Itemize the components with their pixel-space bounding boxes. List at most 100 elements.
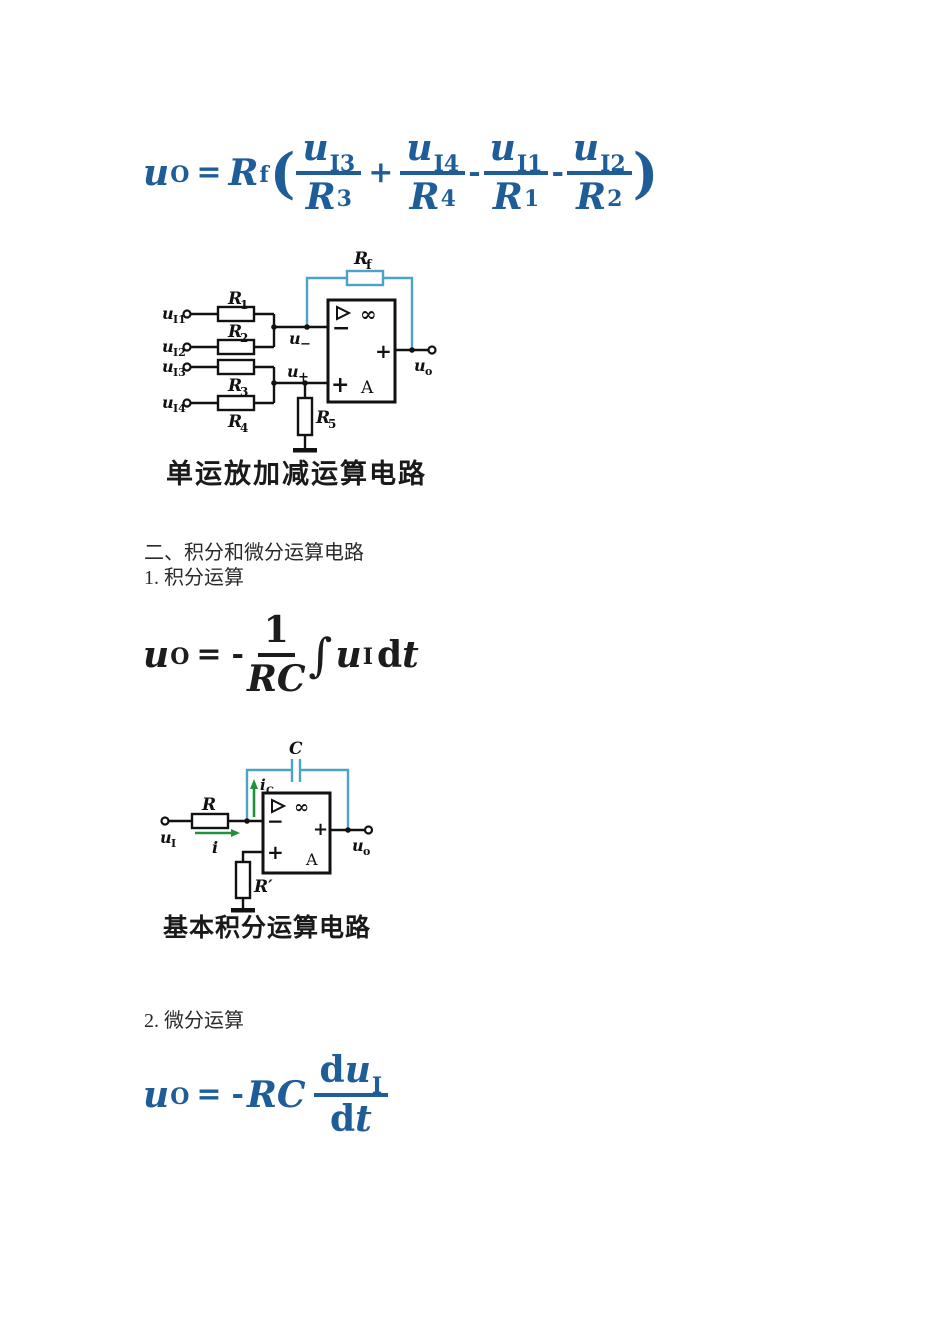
svg-text:5: 5	[328, 417, 336, 431]
resistor-rf	[345, 269, 385, 287]
svg-text:4: 4	[240, 421, 248, 435]
svg-text:o: o	[363, 845, 370, 858]
differential-d: d	[376, 633, 403, 676]
svg-text:I1: I1	[173, 313, 186, 326]
label-ic: i	[260, 776, 266, 794]
resistor-r2	[216, 338, 256, 356]
amp-label: A	[360, 378, 374, 398]
open-paren: (	[269, 140, 296, 205]
var-Rf: R	[228, 151, 259, 194]
sub-f: f	[259, 161, 269, 188]
circuit-sum-diff-opamp: ∞ − + A + R f R 1 R 2 R 3 R 4 R 5 u I1 u…	[162, 249, 437, 453]
noninverting-pin-label: +	[267, 840, 284, 864]
section-heading: 二、积分和微分运算电路	[144, 542, 364, 564]
coefficient-RC: RC	[246, 1073, 306, 1116]
svg-text:o: o	[425, 365, 432, 378]
svg-text:I2: I2	[173, 346, 186, 359]
minus-sign: -	[231, 636, 244, 672]
label-i: i	[212, 838, 218, 857]
svg-text:1: 1	[240, 298, 248, 312]
inverting-pin-label: −	[332, 315, 350, 341]
label-r2: R	[227, 322, 242, 342]
svg-text:+: +	[298, 370, 309, 385]
output-terminal	[427, 345, 437, 355]
circuit-basic-integrator: ∞ − + A + C R i i C R′ u I u o	[160, 739, 374, 913]
label-ui: u	[160, 828, 172, 847]
resistor-r3	[216, 358, 256, 376]
feedback-wire-left	[245, 768, 292, 821]
resistor-r5	[296, 396, 314, 437]
svg-text:−: −	[300, 337, 311, 352]
ground-symbol	[231, 908, 255, 913]
output-polarity-label: +	[313, 819, 328, 840]
input-terminal-2	[182, 342, 192, 352]
input-terminal	[160, 816, 170, 826]
label-u-plus: u	[287, 362, 299, 381]
infinity-gain-symbol: ∞	[360, 302, 377, 326]
label-ui4: u	[162, 393, 174, 412]
opamp-triangle-icon	[271, 798, 287, 814]
section-item-1: 1. 积分运算	[144, 567, 244, 589]
label-c: C	[289, 739, 303, 759]
input-terminal-3	[182, 362, 192, 372]
feedback-wire-right	[300, 768, 350, 830]
minus-sign: -	[468, 154, 481, 190]
label-r3: R	[227, 376, 242, 396]
equals-sign: =	[196, 1076, 222, 1112]
label-r5: R	[315, 408, 330, 428]
differential-t: t	[402, 633, 419, 676]
minus-sign: -	[551, 154, 564, 190]
integral-sign: ∫	[308, 627, 333, 682]
section-item-2: 2. 微分运算	[144, 1010, 244, 1032]
resistor-r-prime	[234, 860, 252, 900]
label-r: R	[201, 795, 216, 815]
input-terminal-1	[182, 309, 192, 319]
amp-label: A	[305, 850, 318, 869]
equals-sign: =	[196, 154, 222, 190]
svg-text:I4: I4	[173, 402, 186, 415]
label-rf: R	[353, 249, 368, 269]
svg-text:3: 3	[240, 385, 248, 399]
label-ui3: u	[162, 357, 174, 376]
input-terminal-4	[182, 398, 192, 408]
output-terminal	[363, 825, 374, 835]
circuit2-caption: 基本积分运算电路	[163, 915, 372, 942]
opamp-box	[261, 791, 332, 875]
svg-text:I3: I3	[173, 366, 186, 379]
var-u: u	[143, 151, 170, 194]
close-paren: )	[632, 140, 659, 205]
label-r-prime: R′	[253, 877, 273, 897]
svg-text:C: C	[266, 786, 274, 797]
label-uo: u	[414, 356, 426, 375]
equals-sign: =	[196, 636, 222, 672]
minus-sign: -	[231, 1076, 244, 1112]
svg-text:2: 2	[240, 331, 248, 345]
label-r1: R	[227, 289, 242, 309]
label-r4: R	[227, 412, 242, 432]
resistor-r	[190, 812, 230, 830]
noninverting-pin-label: +	[331, 372, 349, 398]
plus-sign: +	[368, 154, 394, 190]
label-ui1: u	[162, 304, 174, 323]
svg-text:f: f	[366, 258, 373, 273]
fraction-1-over-RC: 1 RC	[246, 609, 306, 700]
opamp-triangle-icon	[336, 305, 352, 321]
inverting-pin-label: −	[267, 809, 284, 833]
infinity-gain-symbol: ∞	[294, 797, 309, 818]
sub-O: O	[170, 161, 190, 188]
output-polarity-label: +	[375, 339, 392, 363]
resistor-r1	[216, 305, 256, 323]
resistor-r4	[216, 394, 256, 412]
